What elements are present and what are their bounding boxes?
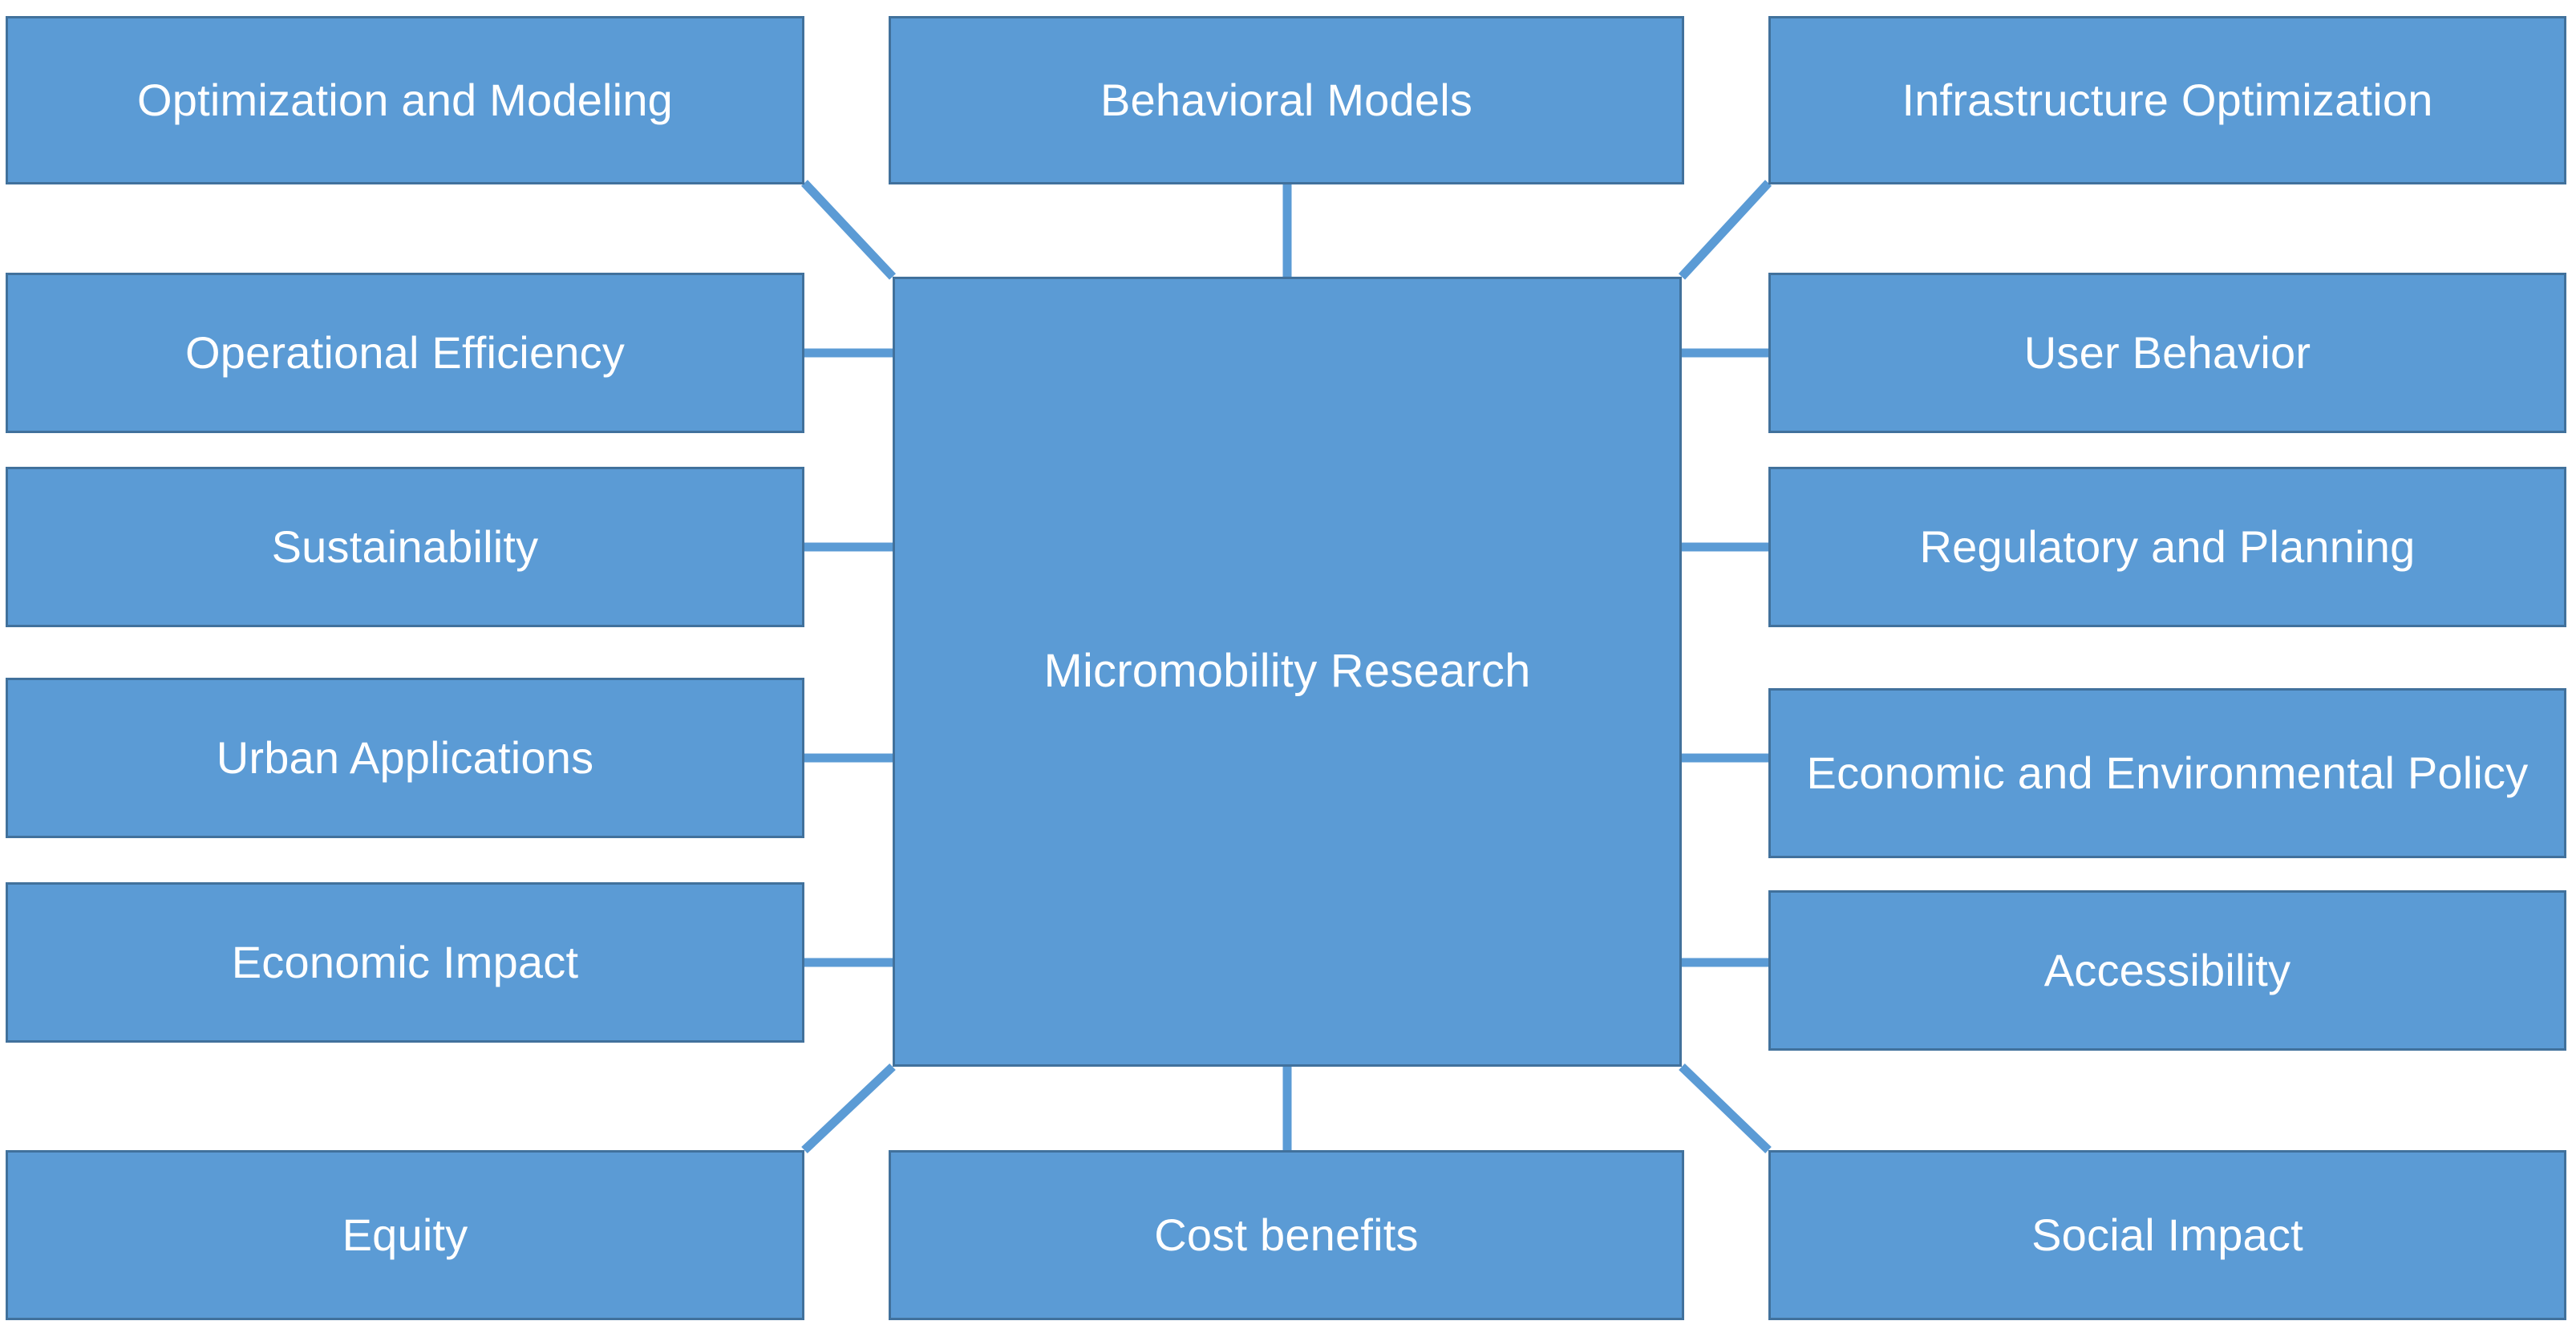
node-economic-impact[interactable]: Economic Impact xyxy=(6,882,804,1043)
node-sustainability[interactable]: Sustainability xyxy=(6,467,804,627)
node-behavioral-models[interactable]: Behavioral Models xyxy=(889,16,1684,184)
node-social-impact[interactable]: Social Impact xyxy=(1768,1150,2566,1320)
node-label: Regulatory and Planning xyxy=(1919,521,2416,572)
node-label: Infrastructure Optimization xyxy=(1902,74,2433,125)
node-label: Social Impact xyxy=(2031,1209,2303,1260)
node-label: Sustainability xyxy=(271,521,539,572)
node-label: Operational Efficiency xyxy=(184,326,626,378)
node-label: Urban Applications xyxy=(216,731,594,783)
node-label: Behavioral Models xyxy=(1100,74,1473,125)
node-accessibility[interactable]: Accessibility xyxy=(1768,890,2566,1051)
node-cost-benefits[interactable]: Cost benefits xyxy=(889,1150,1684,1320)
node-label: Economic and Environmental Policy xyxy=(1806,747,2529,798)
node-regulatory-and-planning[interactable]: Regulatory and Planning xyxy=(1768,467,2566,627)
node-infrastructure-optimization[interactable]: Infrastructure Optimization xyxy=(1768,16,2566,184)
node-optimization-and-modeling[interactable]: Optimization and Modeling xyxy=(6,16,804,184)
connector-infrastructure-optimization xyxy=(1678,180,1772,280)
node-label: Equity xyxy=(342,1209,468,1260)
node-label: User Behavior xyxy=(2023,326,2311,378)
connector-optimization-modeling xyxy=(800,180,897,280)
node-equity[interactable]: Equity xyxy=(6,1150,804,1320)
connector-social-impact xyxy=(1679,1064,1772,1153)
node-label: Accessibility xyxy=(2043,944,2291,995)
connector-equity xyxy=(801,1064,896,1153)
node-center-micromobility-research[interactable]: Micromobility Research xyxy=(893,277,1682,1067)
node-economic-and-environmental-policy[interactable]: Economic and Environmental Policy xyxy=(1768,688,2566,858)
node-user-behavior[interactable]: User Behavior xyxy=(1768,273,2566,433)
center-node-label: Micromobility Research xyxy=(1043,645,1531,698)
node-label: Cost benefits xyxy=(1154,1209,1419,1260)
node-operational-efficiency[interactable]: Operational Efficiency xyxy=(6,273,804,433)
node-label: Optimization and Modeling xyxy=(136,74,674,125)
node-urban-applications[interactable]: Urban Applications xyxy=(6,678,804,838)
node-label: Economic Impact xyxy=(231,936,579,987)
